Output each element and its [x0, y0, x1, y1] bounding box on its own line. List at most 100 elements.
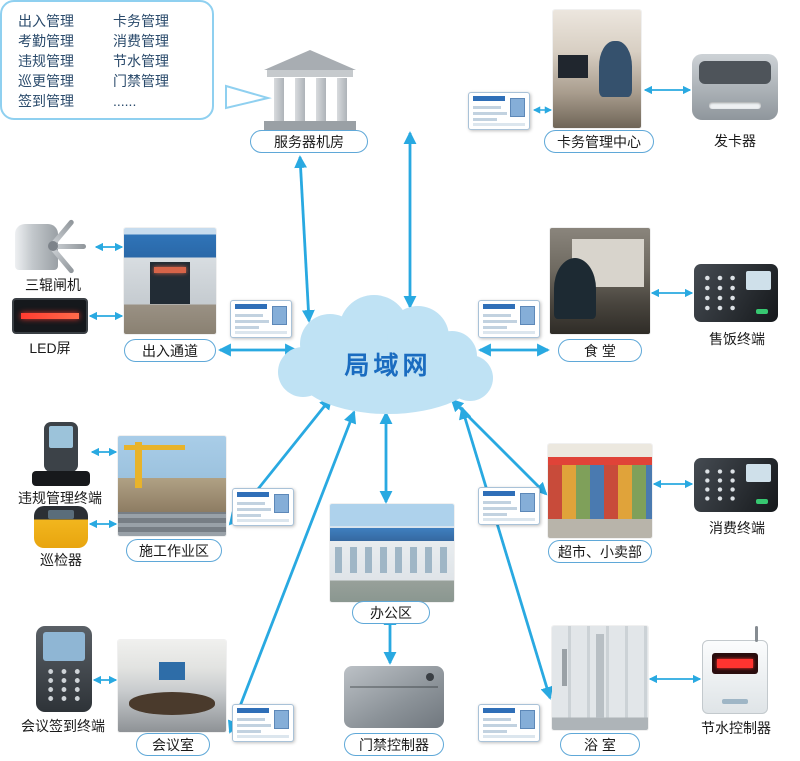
meeting-signin-terminal-device-icon: [36, 626, 92, 712]
office-area-photo: [330, 504, 454, 602]
canteen-label: 食 堂: [558, 339, 642, 362]
id-card-title: [483, 491, 515, 496]
id-card-line: [483, 724, 517, 727]
id-card-line: [237, 718, 265, 721]
led-screen-device-icon: [12, 298, 88, 334]
callout-item: ......: [113, 93, 137, 109]
building-band: [267, 70, 353, 77]
id-card-photo: [520, 493, 535, 512]
lan-label: 局域网: [344, 352, 432, 380]
meeting-terminal-label: 会议签到终端: [21, 718, 105, 734]
pos-keypad: [700, 466, 740, 504]
pos-led: [755, 308, 768, 314]
card-center-label: 卡务管理中心: [544, 130, 654, 153]
id-card-photo: [520, 710, 535, 729]
building-column: [274, 78, 284, 121]
id-card-line: [483, 314, 511, 317]
card-issuer-label: 发卡器: [714, 133, 756, 149]
id-card-line: [483, 518, 535, 521]
building-column: [316, 78, 326, 121]
id-card-line: [483, 718, 511, 721]
pos-screen: [746, 270, 772, 290]
id-card-line: [473, 123, 525, 126]
meeting-room-label: 会议室: [136, 733, 210, 756]
id-card-title: [473, 96, 505, 101]
market-photo: [548, 444, 652, 538]
violation-terminal-label: 违规管理终端: [18, 490, 102, 506]
callout-item: 卡务管理: [113, 13, 169, 29]
id-card-title: [483, 304, 515, 309]
callout-item: 消费管理: [113, 33, 169, 49]
id-card-line: [473, 112, 507, 115]
callout-item: 考勤管理: [18, 33, 74, 49]
meal-pos-terminal-device-icon: [694, 264, 778, 322]
card-center-photo: [553, 10, 641, 128]
terminal-screen: [42, 632, 86, 662]
id-card-line: [237, 519, 289, 522]
device-led: [426, 673, 434, 682]
id-card-line: [237, 730, 261, 733]
building-roof: [264, 50, 356, 70]
id-card-icon: [478, 704, 540, 742]
access-controller-device-icon: [344, 666, 444, 728]
edge-lan-bathroom: [459, 406, 553, 700]
meeting-room-photo: [118, 640, 226, 732]
callout-item: 签到管理: [18, 93, 74, 109]
pos-led: [755, 499, 768, 505]
callout-item: 出入管理: [18, 13, 74, 29]
id-card-line: [483, 320, 517, 323]
bathroom-photo: [552, 626, 648, 730]
device-card-slot: [709, 102, 761, 110]
building-column: [295, 78, 305, 121]
id-card-photo: [274, 494, 289, 513]
device-button: [722, 698, 748, 705]
id-card-line: [483, 507, 517, 510]
id-card-photo: [272, 306, 287, 325]
id-card-line: [235, 320, 269, 323]
id-card-line: [483, 331, 535, 334]
id-card-line: [483, 513, 507, 516]
device-seam: [350, 685, 438, 688]
patrol-device-label: 巡检器: [40, 552, 82, 568]
id-card-line: [237, 502, 265, 505]
callout-item: 节水管理: [113, 53, 169, 69]
id-card-icon: [468, 92, 530, 130]
callout-column-2: 卡务管理 消费管理 节水管理 门禁管理 ......: [113, 11, 208, 109]
office-area-label: 办公区: [352, 601, 430, 624]
id-card-title: [237, 492, 269, 497]
entry-channel-photo: [124, 228, 216, 334]
turnstile-label: 三辊闸机: [25, 277, 81, 293]
callout-item: 违规管理: [18, 53, 74, 69]
id-card-line: [235, 331, 287, 334]
edge-server_room-lan: [294, 155, 315, 323]
id-card-line: [483, 735, 535, 738]
management-functions-callout: 出入管理 考勤管理 违规管理 巡更管理 签到管理 卡务管理 消费管理 节水管理 …: [0, 0, 214, 120]
id-card-title: [237, 708, 269, 713]
id-card-line: [483, 730, 507, 733]
led-text-row: [21, 312, 79, 320]
id-card-photo: [274, 710, 289, 729]
card-issuer-device-icon: [692, 54, 778, 120]
id-card-line: [483, 501, 511, 504]
pos-keypad: [700, 273, 740, 313]
callout-column-1: 出入管理 考勤管理 违规管理 巡更管理 签到管理: [18, 11, 113, 109]
id-card-line: [473, 106, 501, 109]
device-panel: [698, 60, 772, 85]
id-card-line: [237, 508, 271, 511]
id-card-icon: [232, 488, 294, 526]
building-column: [337, 78, 347, 121]
lan-cloud-icon: [278, 295, 493, 414]
bathroom-label: 浴 室: [560, 733, 640, 756]
terminal-keypad: [43, 667, 85, 704]
device-screen: [48, 510, 74, 519]
patrol-device-icon: [34, 506, 88, 548]
work-area-label: 施工作业区: [126, 539, 222, 562]
led-screen-label: LED屏: [29, 340, 71, 356]
server-room-label: 服务器机房: [250, 130, 368, 153]
id-card-line: [237, 735, 289, 738]
id-card-line: [473, 118, 497, 121]
work-area-photo: [118, 436, 226, 536]
server-building-icon: [264, 50, 356, 130]
id-card-line: [237, 724, 271, 727]
